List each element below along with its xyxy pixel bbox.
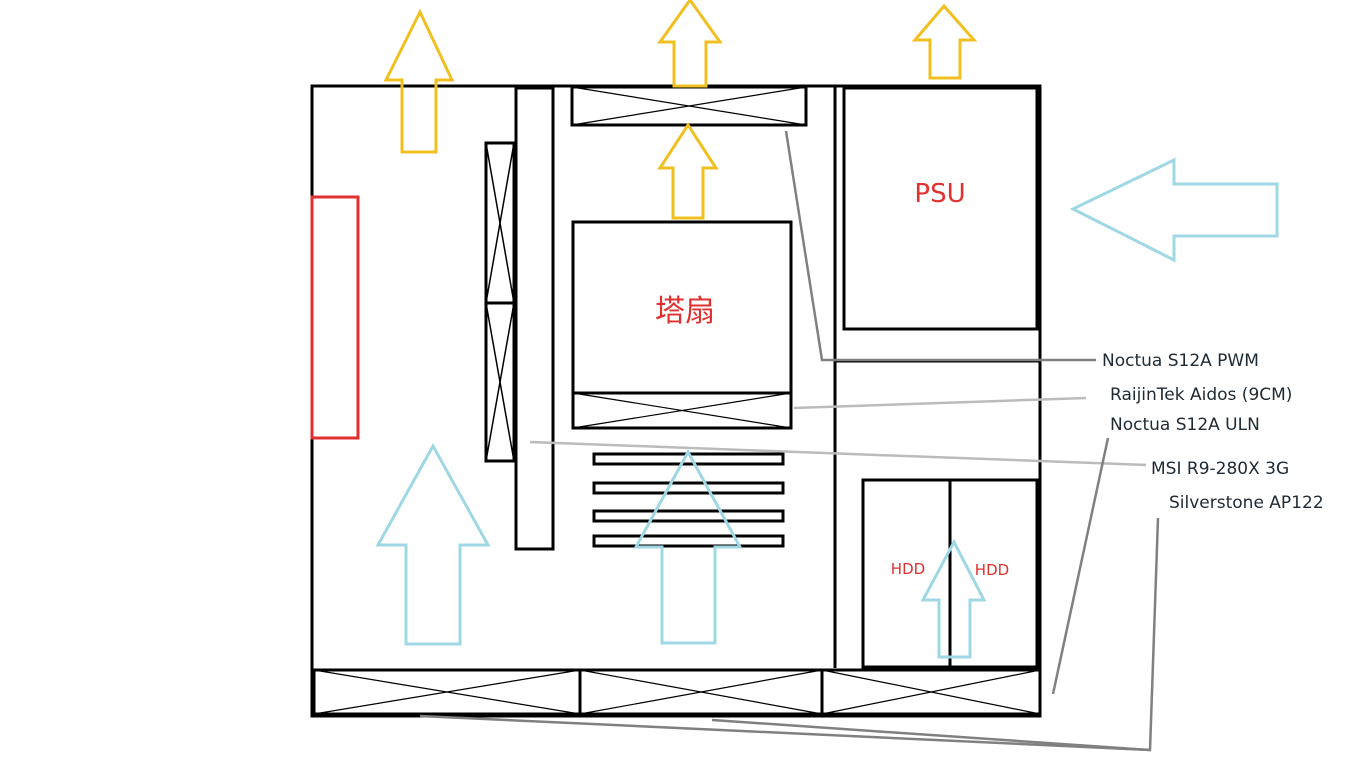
graphics-card bbox=[514, 86, 555, 551]
top-fan bbox=[570, 85, 808, 127]
leader-line-noctua-uln bbox=[1051, 437, 1110, 695]
rear-io-panel bbox=[310, 195, 360, 440]
intake-arrow-center bbox=[633, 448, 743, 645]
rear-fan-bottom bbox=[484, 301, 516, 463]
callout-msi-r9-280x: MSI R9-280X 3G bbox=[1151, 459, 1289, 479]
callout-noctua-s12a-pwm: Noctua S12A PWM bbox=[1102, 351, 1259, 371]
intake-arrow-hdd bbox=[920, 538, 987, 659]
callout-raijintek-aidos: RaijinTek Aidos (9CM) bbox=[1110, 385, 1292, 405]
rear-fan-top bbox=[484, 141, 516, 305]
intake-arrow-left bbox=[375, 442, 491, 646]
psu-box bbox=[842, 86, 1039, 331]
exhaust-arrow-psu bbox=[911, 3, 978, 80]
bottom-fan-2 bbox=[578, 668, 824, 716]
leader-line-noctua-pwm bbox=[784, 130, 1096, 362]
intake-grille bbox=[592, 452, 785, 548]
callout-silverstone-ap122: Silverstone AP122 bbox=[1169, 493, 1324, 513]
tower-cooler-label: 塔扇 bbox=[655, 294, 715, 329]
bottom-fan-3 bbox=[820, 668, 1042, 716]
leader-line-raijintek bbox=[793, 396, 1087, 410]
leader-line-silverstone-2 bbox=[419, 714, 1151, 752]
hdd-left-label: HDD bbox=[891, 560, 925, 578]
intake-arrow-psu bbox=[1069, 157, 1279, 263]
bottom-fan-1 bbox=[312, 668, 582, 716]
hdd-right-label: HDD bbox=[975, 561, 1009, 579]
leader-line-msi-gpu bbox=[529, 440, 1147, 467]
exhaust-arrow-rear bbox=[383, 8, 455, 154]
exhaust-arrow-cooler bbox=[657, 122, 719, 220]
cooler-fan bbox=[571, 391, 793, 430]
exhaust-arrow-top bbox=[657, 0, 723, 88]
psu-label: PSU bbox=[914, 179, 965, 209]
callout-noctua-s12a-uln: Noctua S12A ULN bbox=[1110, 415, 1260, 435]
